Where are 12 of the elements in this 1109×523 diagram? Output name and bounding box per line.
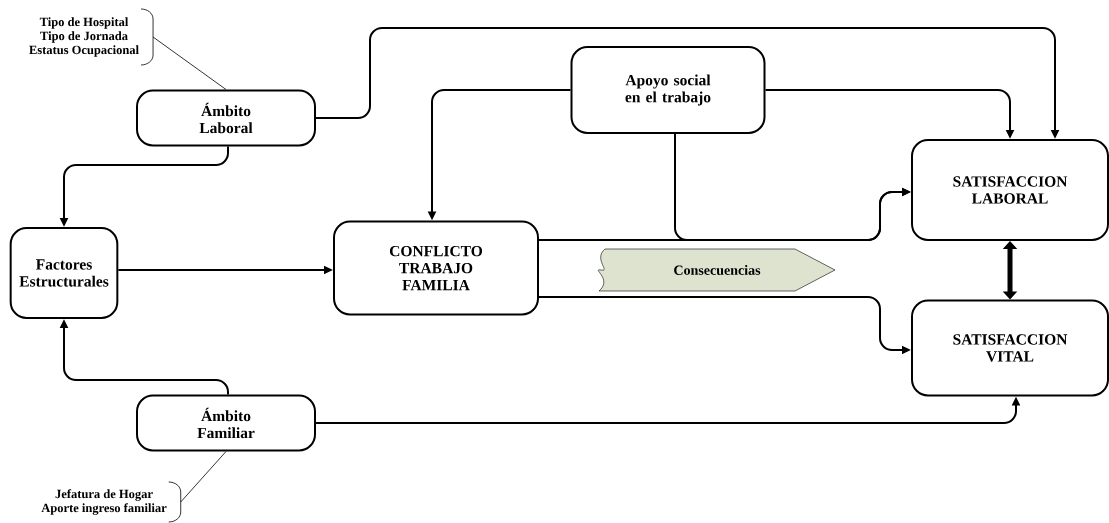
rounded-box: Ámbito Familiar xyxy=(136,394,316,452)
note-text: Jefatura de Hogar Aporte ingreso familiar xyxy=(41,489,167,515)
rounded-box: Apoyo social en el trabajo xyxy=(570,46,766,134)
consequences-banner: Consecuencias xyxy=(598,248,836,292)
rounded-box: Ámbito Laboral xyxy=(136,89,316,147)
rounded-box: CONFLICTO TRABAJO FAMILIA xyxy=(333,220,539,316)
rounded-box: SATISFACCION VITAL xyxy=(911,299,1109,397)
note-text: Tipo de Hospital Tipo de Jornada Estatus Ocupacional xyxy=(29,17,139,57)
rounded-box: SATISFACCION LABORAL xyxy=(911,139,1109,241)
rounded-box: Factores Estructurales xyxy=(9,227,119,319)
leader-line xyxy=(140,8,227,90)
leader-line xyxy=(168,451,227,523)
